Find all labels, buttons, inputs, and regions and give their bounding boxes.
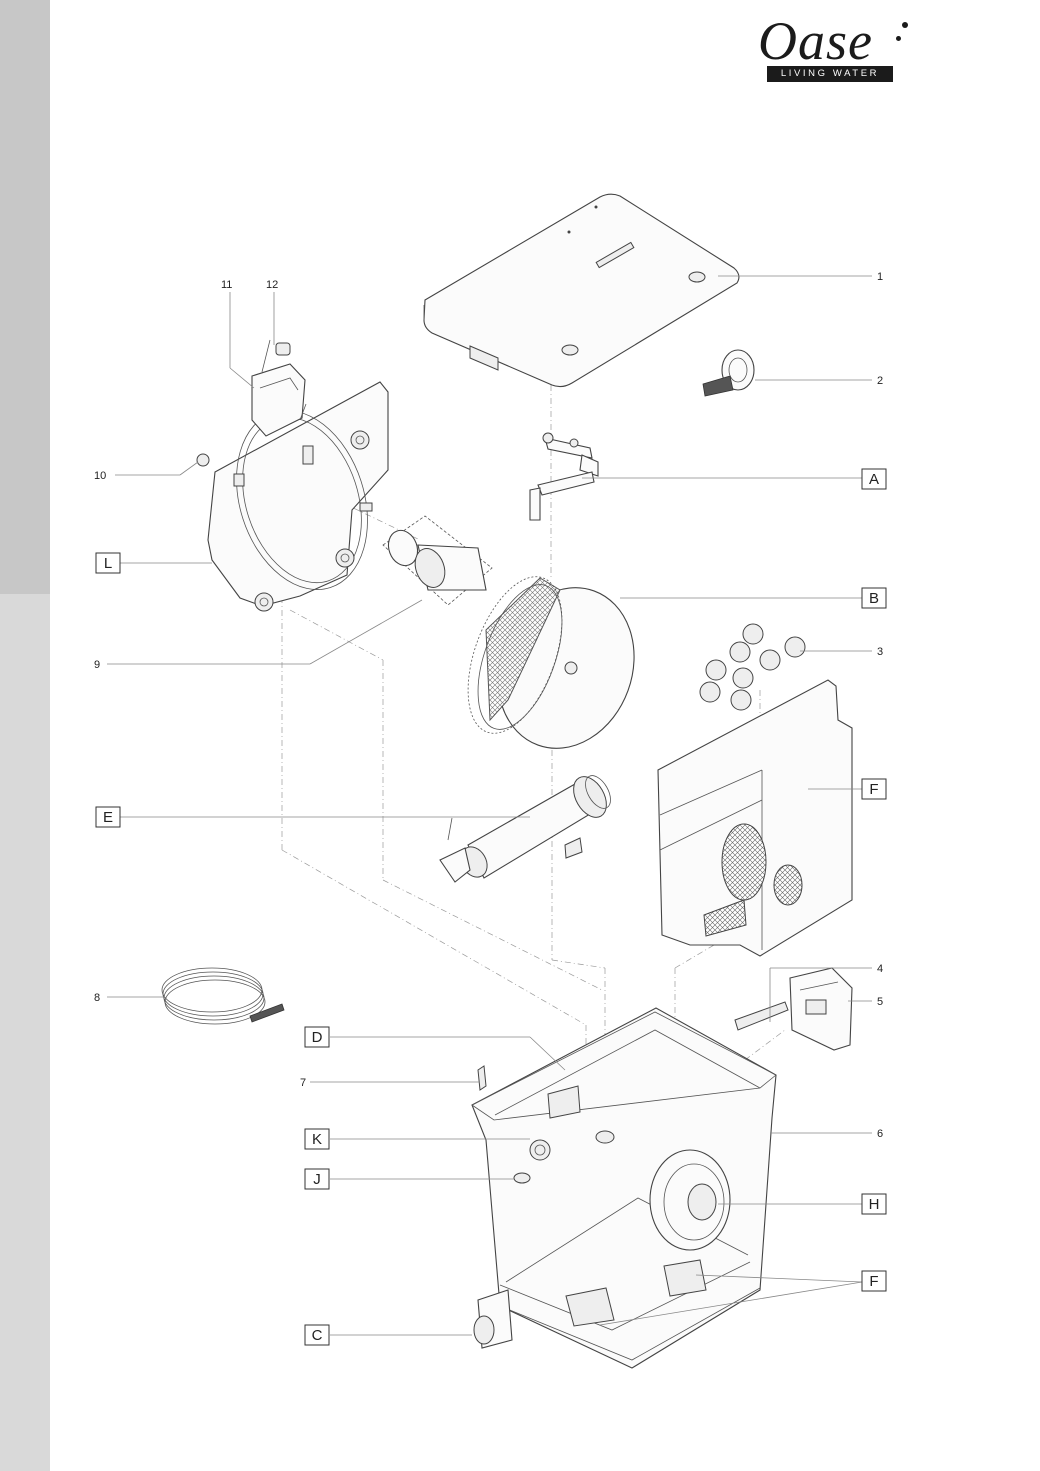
part-hose-8: [161, 967, 285, 1025]
callout-l: L: [104, 555, 112, 572]
logo-tagline: LIVING WATER: [767, 66, 893, 82]
callout-a: A: [869, 471, 879, 488]
gasket-d-icon: [547, 1085, 581, 1119]
callout-1: 1: [877, 271, 883, 283]
leader-lines: [107, 275, 872, 1336]
part-screw-12: [275, 342, 291, 356]
callout-4: 4: [877, 963, 883, 975]
part-lid: [423, 193, 740, 388]
callout-7: 7: [300, 1077, 306, 1089]
callout-h: H: [869, 1196, 880, 1213]
callout-3: 3: [877, 646, 883, 658]
part-tape-roll: [702, 349, 755, 397]
number-callouts: 1 2 3 4 5 6 7 8 9 10 11 12: [94, 271, 883, 1140]
logo-wordmark: Oase: [758, 11, 873, 71]
callout-8: 8: [94, 992, 100, 1004]
part-uv-e: [439, 775, 611, 883]
callout-f-feet: F: [869, 1273, 878, 1290]
side-band: [0, 594, 50, 1471]
oase-logo: Oase LIVING WATER: [752, 11, 912, 82]
side-tab-band: [0, 0, 50, 594]
part-control-box-11: [251, 339, 307, 437]
callout-6: 6: [877, 1128, 883, 1140]
callout-10: 10: [94, 470, 106, 482]
callout-c: C: [312, 1327, 323, 1344]
letter-callouts: A B C D E F F H J K L: [95, 468, 887, 1346]
part-tank-6: [471, 1007, 777, 1369]
part-drum-b: [467, 576, 635, 749]
part-chamber-f: [657, 679, 853, 957]
part-outlet-9: [382, 515, 493, 606]
callout-k: K: [312, 1131, 322, 1148]
part-clip-7: [477, 1065, 487, 1091]
part-filter-elements-3: [699, 623, 806, 711]
callout-12: 12: [266, 279, 278, 291]
callout-f-chamber: F: [869, 781, 878, 798]
callout-d: D: [312, 1029, 323, 1046]
callout-j: J: [313, 1171, 321, 1188]
part-nut-10: [196, 453, 210, 467]
callout-b: B: [869, 590, 879, 607]
part-cover-5: [789, 967, 853, 1051]
logo-dot-icon: [896, 36, 901, 41]
callout-2: 2: [877, 375, 883, 387]
part-connector-4: [734, 1001, 789, 1031]
callout-11: 11: [221, 279, 232, 291]
callout-e: E: [103, 809, 113, 826]
part-pipe-a: [529, 432, 599, 521]
callout-9: 9: [94, 659, 100, 671]
callout-5: 5: [877, 996, 883, 1008]
logo-dot-icon: [902, 22, 908, 28]
